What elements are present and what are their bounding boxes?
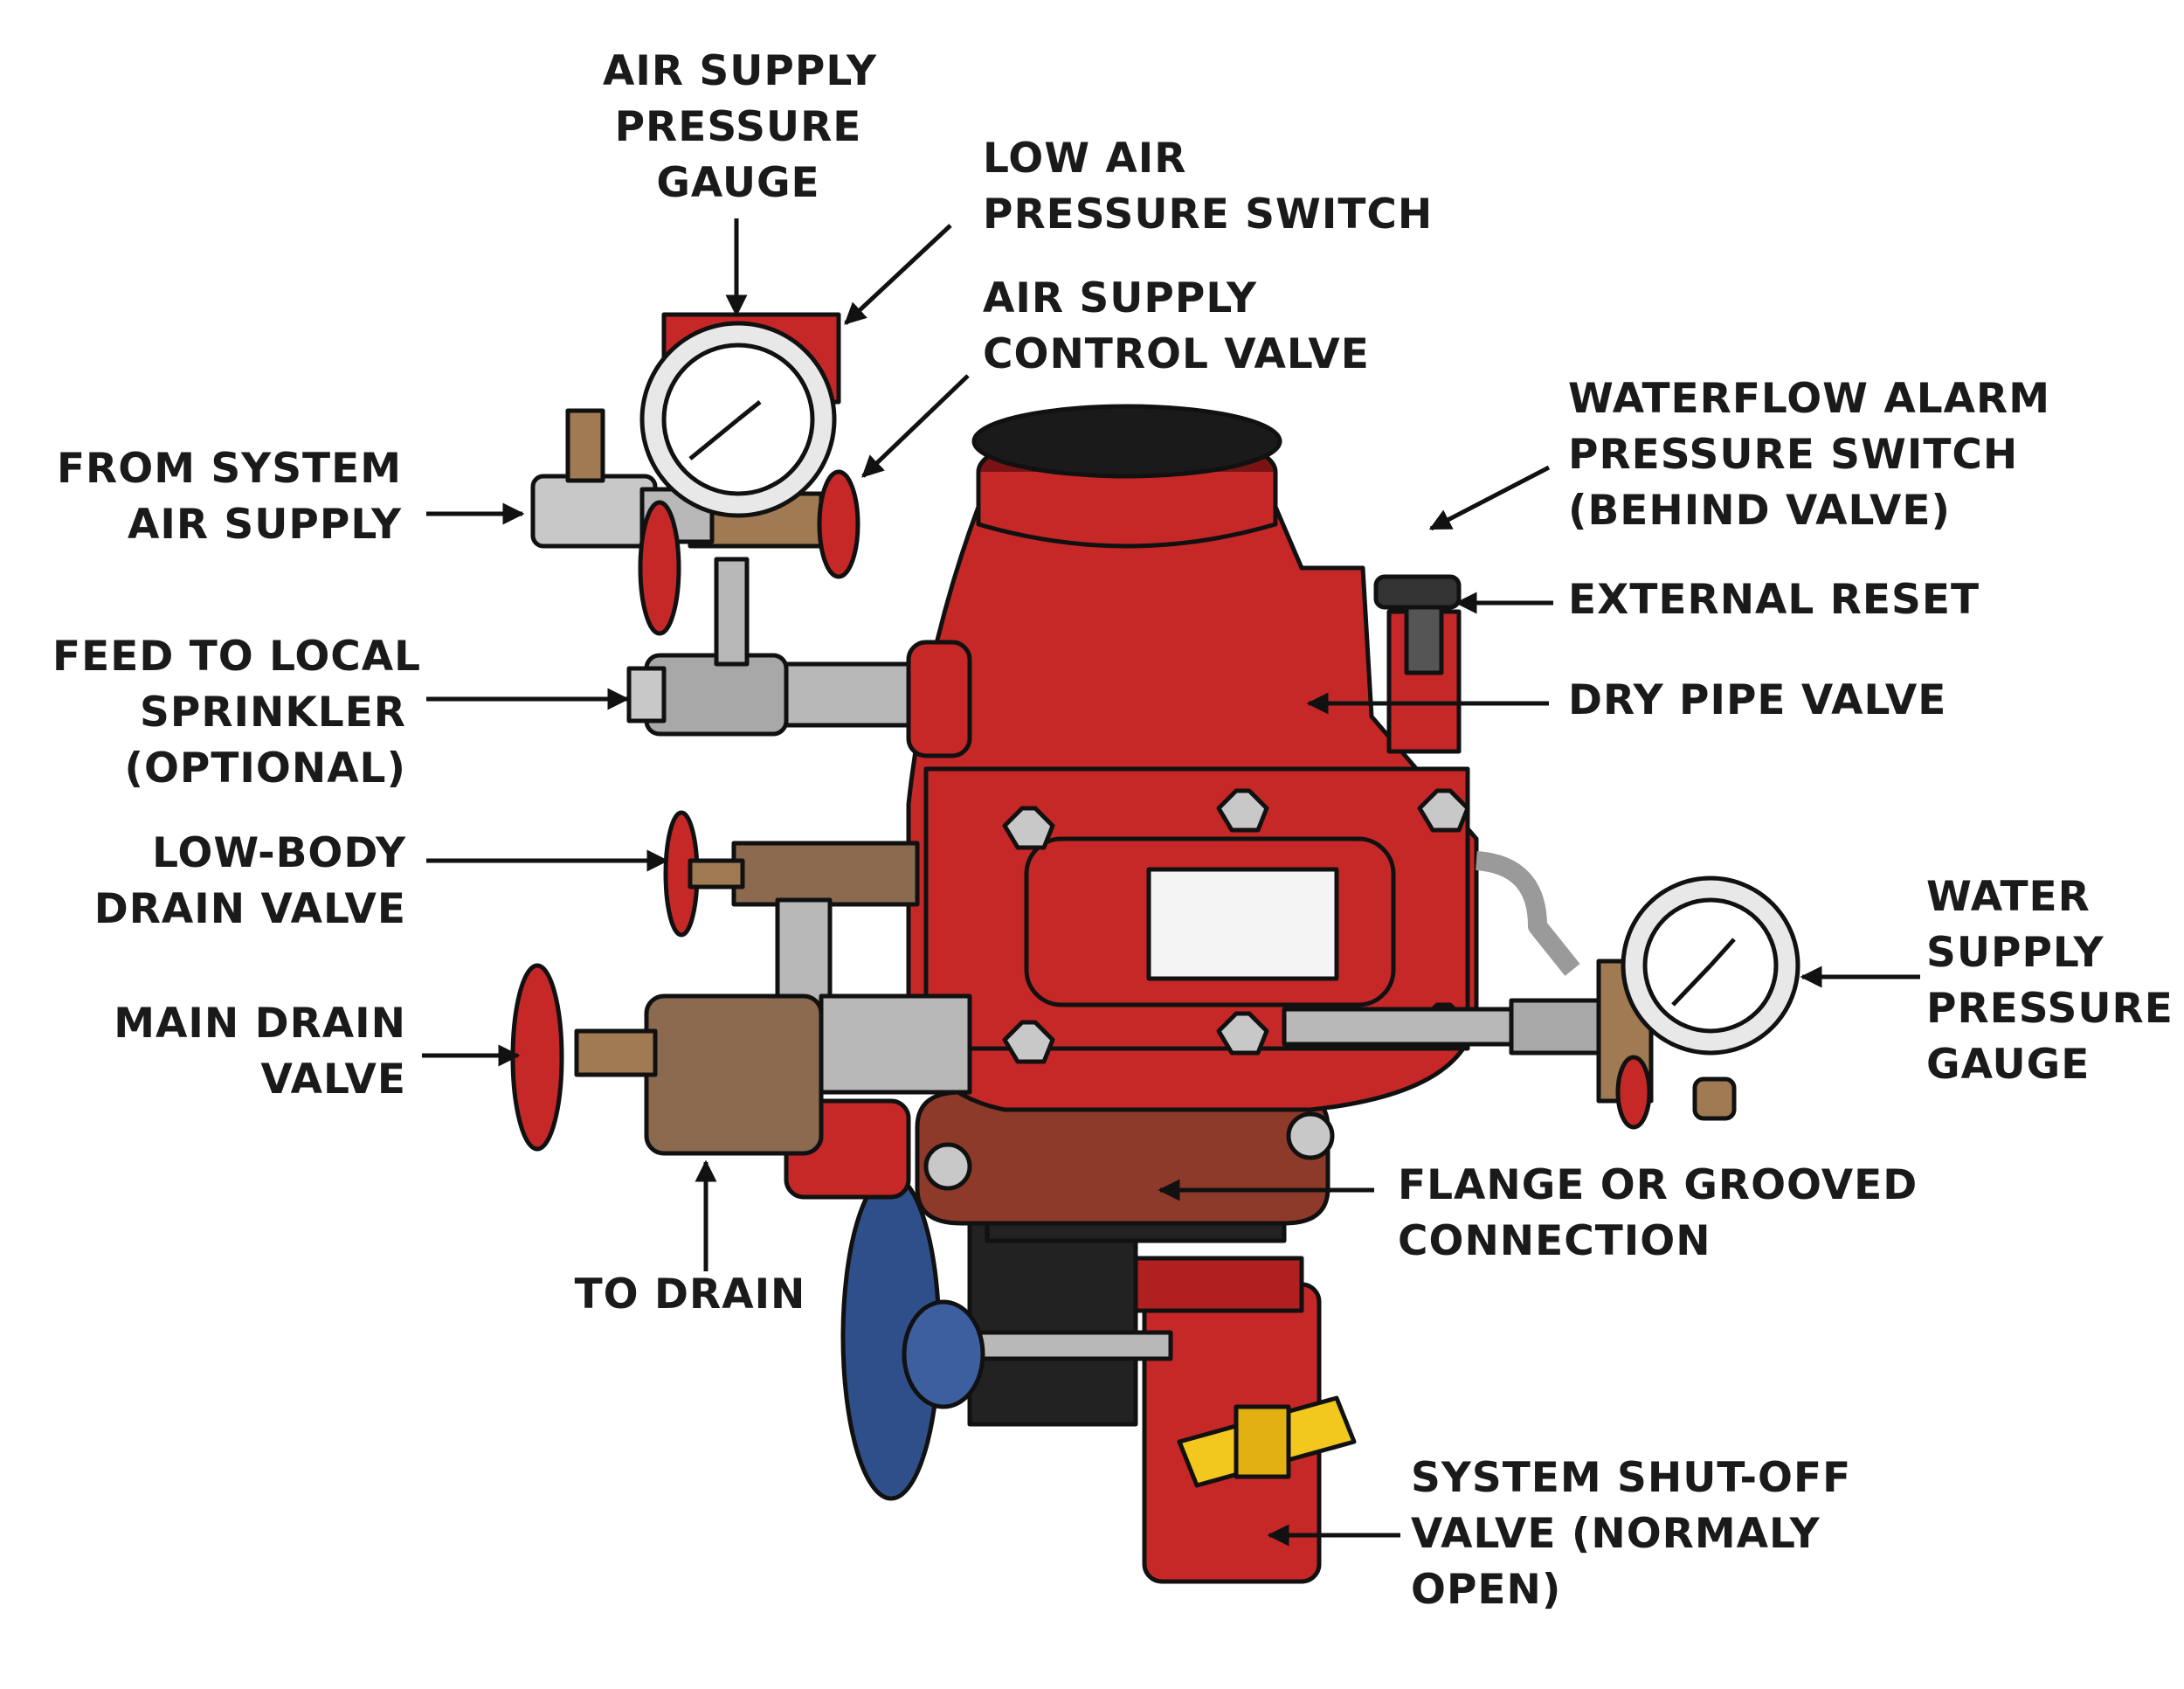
feed-pipe	[626, 640, 972, 758]
handwheel-icon	[840, 1173, 985, 1501]
dry-pipe-valve-body	[906, 404, 1479, 1243]
label-line: WATER	[1926, 873, 2091, 921]
label-air-supply-pressure-gauge: AIR SUPPLY PRESSURE GAUGE	[603, 44, 877, 211]
label-external-reset: EXTERNAL RESET	[1568, 572, 1980, 628]
label-line: VALVE (NORMALY	[1411, 1510, 1821, 1558]
main-drain-valve	[510, 963, 972, 1200]
label-line: AIR SUPPLY	[983, 274, 1257, 322]
label-line: PRESSURE SWITCH	[1568, 431, 2019, 479]
label-line: DRAIN VALVE	[93, 885, 406, 933]
label-line: CONTROL VALVE	[983, 330, 1370, 378]
arrow-air-supply-control-valve	[861, 374, 970, 478]
label-low-air-pressure-switch: LOW AIR PRESSURE SWITCH	[983, 131, 1433, 243]
label-line: EXTERNAL RESET	[1568, 576, 1980, 624]
label-line: TO DRAIN	[574, 1270, 806, 1319]
label-to-drain: TO DRAIN	[559, 1267, 821, 1323]
label-feed-to-local-sprinkler: FEED TO LOCAL SPRINKLER (OPTIONAL)	[52, 629, 422, 797]
label-line: LOW AIR	[983, 135, 1187, 183]
label-from-system-air-supply: FROM SYSTEM AIR SUPPLY	[52, 441, 402, 553]
label-line: FEED TO LOCAL	[52, 633, 422, 681]
water-supply-gauge-assembly	[1282, 851, 1800, 1130]
label-line: CONNECTION	[1398, 1217, 1711, 1265]
label-line: AIR SUPPLY	[603, 47, 877, 95]
label-line: (OPTIONAL)	[124, 744, 406, 793]
arrow-waterflow-alarm-pressure-switch	[1428, 465, 1551, 531]
label-line: SYSTEM SHUT-OFF	[1411, 1454, 1852, 1502]
label-line: SPRINKLER	[140, 689, 406, 737]
label-line: FLANGE OR GROOVED	[1398, 1161, 1918, 1209]
external-reset-knob	[1373, 574, 1462, 754]
label-line: PRESSURE	[1926, 985, 2174, 1033]
air-supply-assembly	[530, 312, 860, 667]
water-pressure-gauge-icon	[1621, 876, 1800, 1056]
label-line: AIR SUPPLY	[128, 501, 402, 549]
label-line: FROM SYSTEM	[56, 445, 402, 493]
air-pressure-gauge-icon	[639, 321, 837, 518]
label-dry-pipe-valve: DRY PIPE VALVE	[1568, 673, 1946, 729]
label-line: OPEN)	[1411, 1566, 1562, 1614]
label-waterflow-alarm-pressure-switch: WATERFLOW ALARM PRESSURE SWITCH (BEHIND …	[1568, 371, 2050, 539]
yellow-handle-icon	[1177, 1395, 1357, 1488]
label-water-supply-pressure-gauge: WATER SUPPLY PRESSURE GAUGE	[1926, 869, 2174, 1093]
label-low-body-drain-valve: LOW-BODY DRAIN VALVE	[52, 826, 406, 938]
label-line: VALVE	[260, 1056, 406, 1104]
label-line: LOW-BODY	[152, 829, 406, 877]
label-air-supply-control-valve: AIR SUPPLY CONTROL VALVE	[983, 271, 1370, 383]
label-main-drain-valve: MAIN DRAIN VALVE	[52, 996, 406, 1108]
label-line: GAUGE	[656, 159, 820, 207]
label-line: SUPPLY	[1926, 929, 2105, 977]
label-line: (BEHIND VALVE)	[1568, 487, 1951, 535]
label-line: PRESSURE SWITCH	[983, 190, 1434, 239]
label-line: GAUGE	[1926, 1041, 2091, 1089]
label-system-shut-off-valve: SYSTEM SHUT-OFF VALVE (NORMALY OPEN)	[1411, 1450, 1851, 1618]
label-line: DRY PIPE VALVE	[1568, 676, 1947, 724]
label-line: MAIN DRAIN	[114, 1000, 406, 1048]
label-flange-or-grooved-connection: FLANGE OR GROOVED CONNECTION	[1398, 1158, 1918, 1270]
label-line: WATERFLOW ALARM	[1568, 375, 2051, 423]
label-line: PRESSURE	[614, 103, 862, 151]
arrow-low-air-pressure-switch	[844, 224, 952, 325]
system-shut-off-valve	[840, 1173, 1357, 1584]
leader-arrows	[422, 218, 1920, 1547]
